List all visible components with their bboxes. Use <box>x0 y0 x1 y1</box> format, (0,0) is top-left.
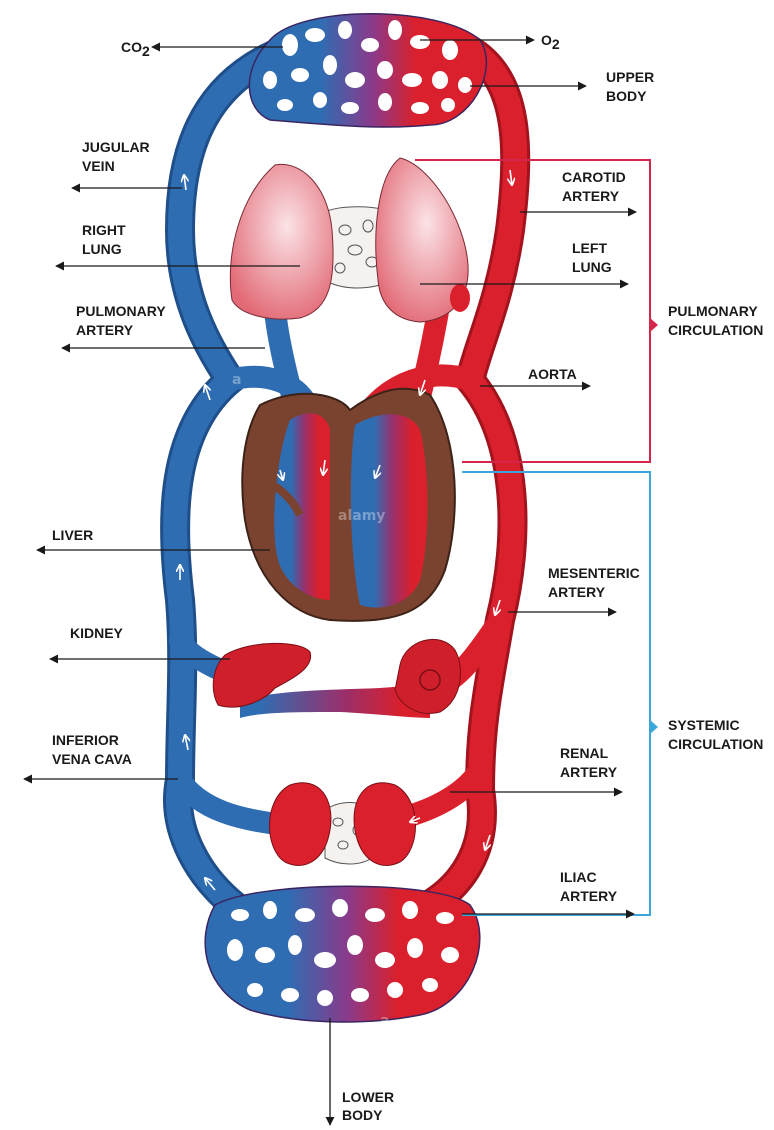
kidneys <box>269 783 415 866</box>
liver-and-gut <box>213 639 460 718</box>
watermark-mark: a <box>380 1013 389 1029</box>
label-co2: CO2 <box>121 39 150 59</box>
label-o2: O2 <box>541 32 560 52</box>
label-aorta: AORTA <box>528 366 577 382</box>
watermark-mark: a <box>232 118 241 134</box>
lower-body-capillary-bed <box>205 886 480 1022</box>
lungs <box>230 158 470 322</box>
heart <box>242 389 455 621</box>
stomach-shape <box>395 639 460 713</box>
watermark-brand: alamy <box>338 508 385 524</box>
right-lung-shape <box>230 164 333 319</box>
upper-body-capillary-bed <box>249 14 486 127</box>
label-liver: LIVER <box>52 527 93 543</box>
watermark-mark: a <box>232 372 241 388</box>
label-kidney: KIDNEY <box>70 625 124 641</box>
